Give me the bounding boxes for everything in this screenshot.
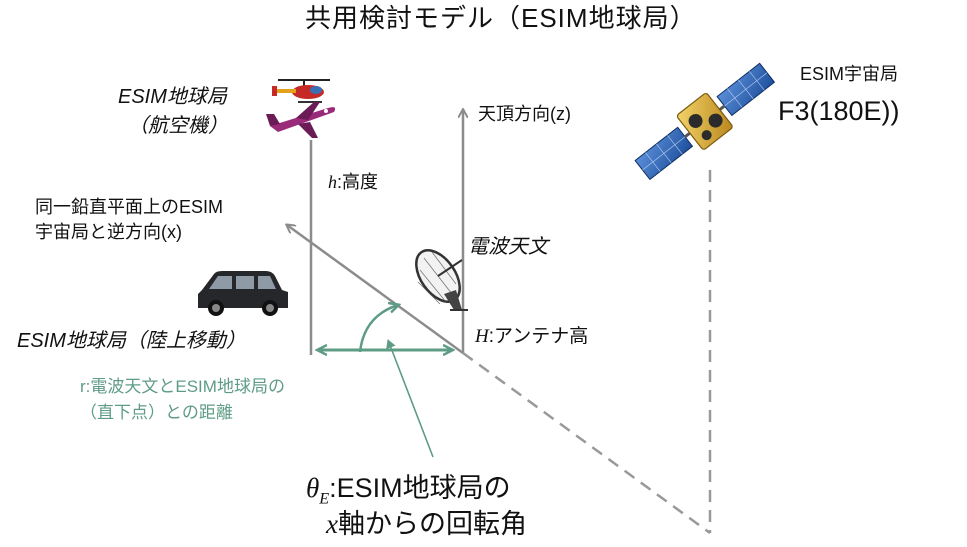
theta-symbol: θ	[306, 473, 320, 503]
radio-astronomy-label: 電波天文	[468, 236, 548, 258]
car-icon	[198, 271, 288, 316]
x-axis-symbol: x	[326, 509, 338, 539]
rotation-label-line2: x軸からの回転角	[326, 509, 527, 540]
satellite-label: ESIM宇宙局	[800, 64, 899, 84]
land-mobile-station-label: ESIM地球局（陸上移動）	[17, 330, 246, 352]
satellite-icon	[634, 62, 776, 181]
x-axis-line	[287, 225, 464, 355]
diagram-title: 共用検討モデル（ESIM地球局）	[305, 3, 697, 33]
antenna-text: :アンテナ高	[488, 326, 589, 347]
antenna-symbol: H	[475, 326, 489, 347]
rotation-text-2: 軸からの回転角	[337, 509, 527, 539]
aircraft-sub-label: （航空機）	[128, 115, 228, 137]
satellite-position-label: F3(180E))	[778, 96, 900, 126]
helicopter-icon	[272, 79, 330, 103]
rotation-text-1: :ESIM地球局の	[329, 473, 511, 503]
dashed-line-to-satellite-foot	[462, 351, 711, 535]
airplane-icon	[266, 102, 336, 138]
rotation-label-line1: θE:ESIM地球局の	[306, 473, 511, 508]
theta-subscript: E	[319, 489, 330, 508]
height-label: h:高度	[328, 172, 378, 193]
antenna-height-label: H:アンテナ高	[475, 326, 588, 348]
distance-label-line1: r:電波天文とESIM地球局の	[80, 377, 285, 396]
aircraft-station-label: ESIM地球局	[118, 86, 227, 108]
x-direction-label-line2: 宇宙局と逆方向(x)	[35, 222, 182, 242]
height-symbol: h	[328, 172, 337, 192]
satellite-dish-icon	[415, 249, 468, 311]
distance-label-line2: （直下点）との距離	[80, 403, 233, 422]
height-text: :高度	[337, 172, 379, 192]
rotation-callout	[386, 339, 434, 458]
rotation-arc	[358, 305, 398, 353]
zenith-label: 天頂方向(z)	[478, 104, 571, 124]
x-direction-label-line1: 同一鉛直平面上のESIM	[35, 197, 224, 217]
